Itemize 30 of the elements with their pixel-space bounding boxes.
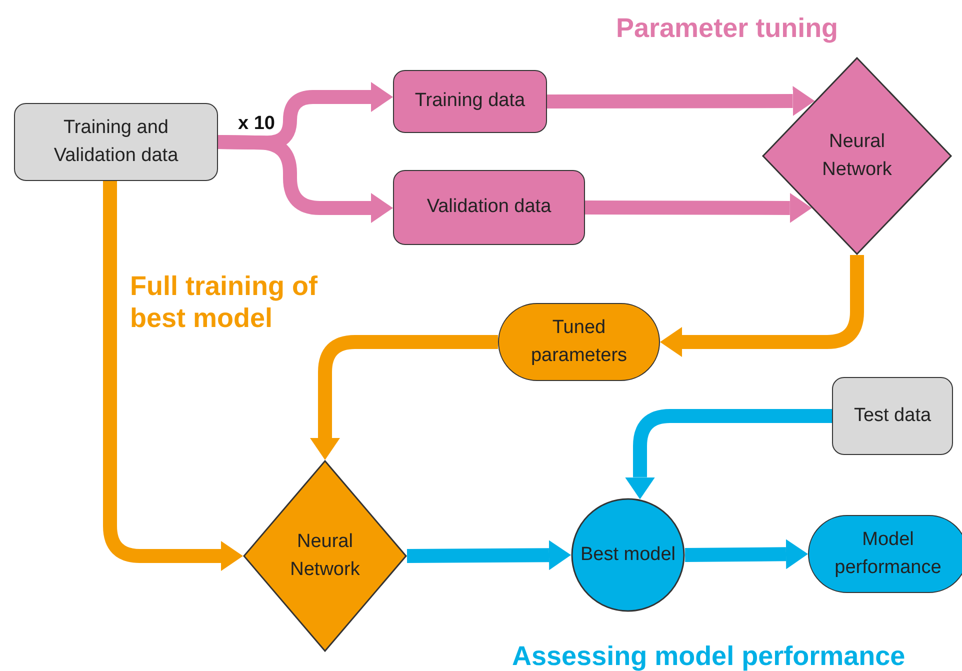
arrow bbox=[406, 540, 571, 570]
decision-diamond bbox=[762, 57, 952, 255]
section-heading: Parameter tuning bbox=[616, 12, 838, 44]
arrow bbox=[584, 192, 812, 223]
node-text: Tuned parameters bbox=[530, 316, 628, 368]
node-text: Neural Network bbox=[821, 130, 893, 182]
decision-diamond bbox=[243, 460, 407, 652]
process-box bbox=[393, 70, 547, 133]
arrow bbox=[546, 86, 815, 116]
arrow bbox=[310, 335, 498, 460]
arrow bbox=[103, 181, 243, 571]
node-text: Training and Validation data bbox=[52, 116, 180, 168]
arrow bbox=[684, 539, 808, 570]
process-box bbox=[14, 103, 218, 181]
arrow bbox=[218, 135, 393, 223]
repeat-count: x 10 bbox=[238, 113, 275, 136]
section-heading: Full training of best model bbox=[130, 270, 318, 335]
node-text: Training data bbox=[414, 89, 526, 114]
process-box bbox=[832, 377, 953, 455]
arrow bbox=[660, 255, 864, 357]
section-heading: Assessing model performance bbox=[512, 640, 906, 671]
arrow bbox=[625, 409, 832, 500]
node-text: Validation data bbox=[426, 195, 552, 220]
node-text: Test data bbox=[854, 404, 932, 428]
node-text: Best model bbox=[580, 542, 676, 567]
terminal-pill bbox=[808, 515, 962, 593]
process-box bbox=[393, 170, 585, 245]
node-text: Model performance bbox=[834, 528, 942, 580]
circle-node bbox=[571, 498, 685, 612]
node-text: Neural Network bbox=[289, 530, 361, 582]
